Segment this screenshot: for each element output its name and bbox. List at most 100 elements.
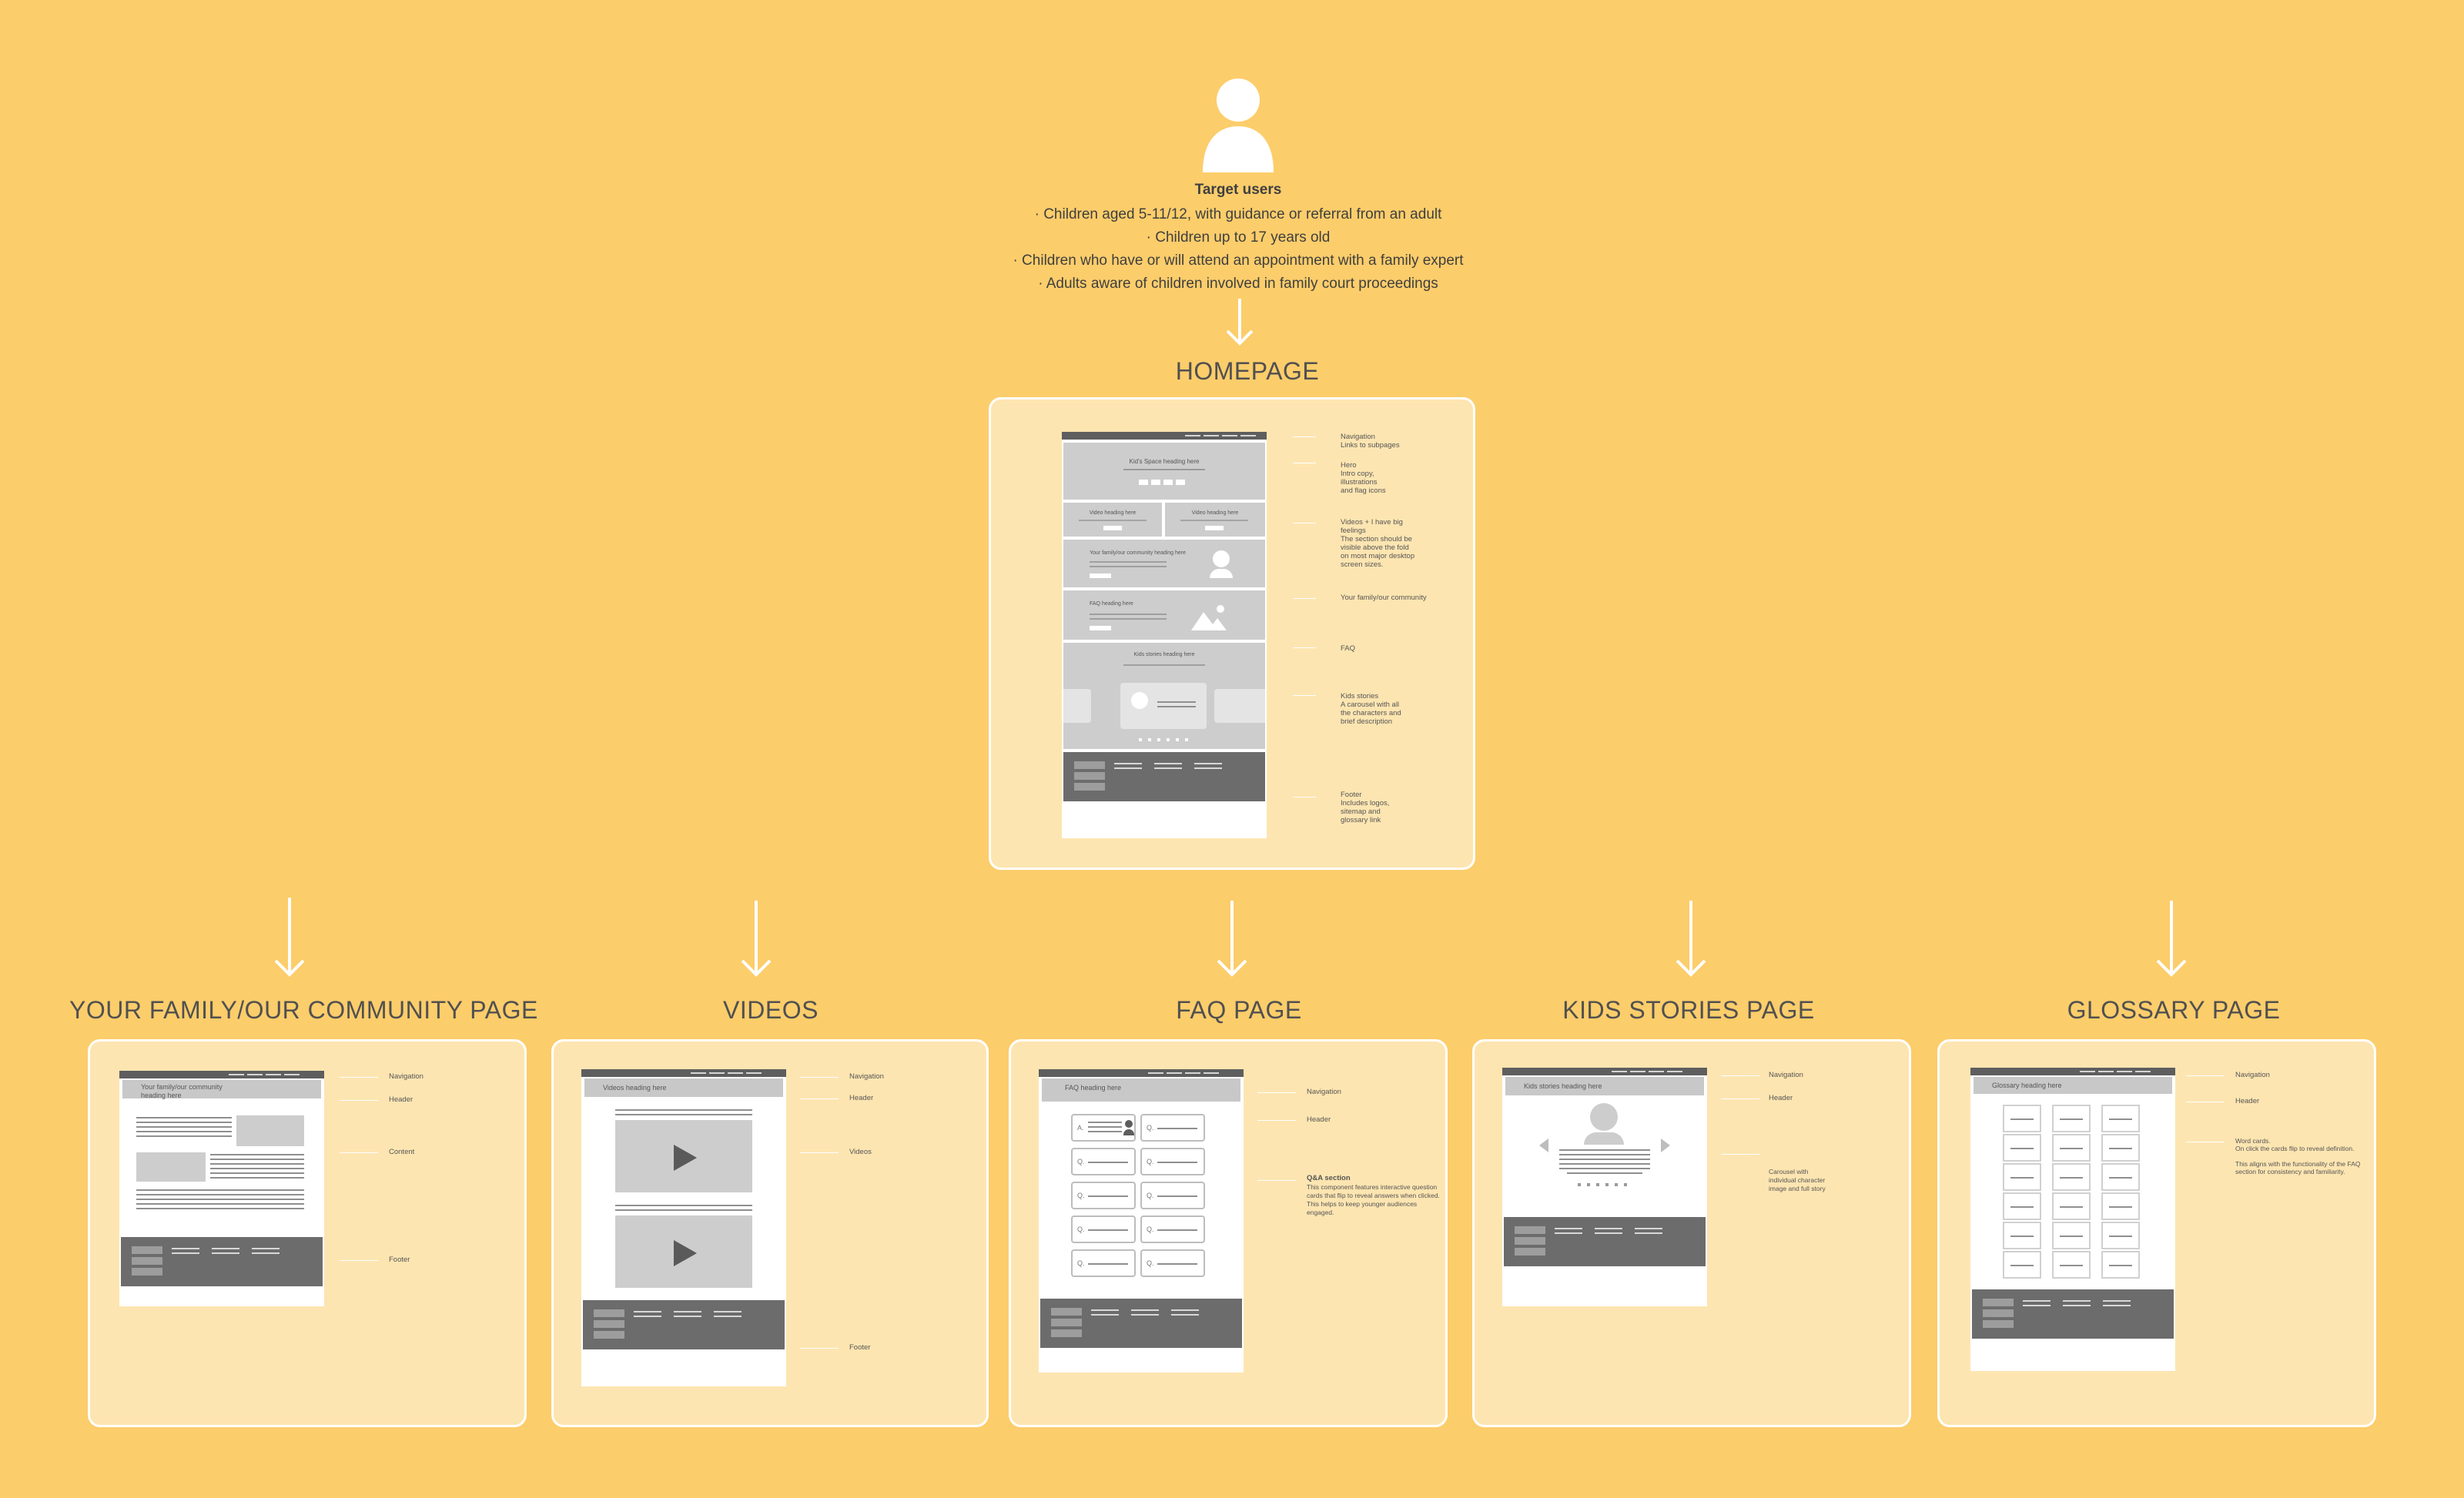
glossary-header-text: Glossary heading here [1992,1082,2062,1089]
word-card[interactable] [2052,1163,2091,1191]
homepage-wireframe: Kid's Space heading here Video heading h… [1062,432,1267,838]
faq-panel: FAQ heading here A. Q. Q. Q. Q. Q. Q. Q.… [1009,1039,1448,1427]
faq-ann-qa-title: Q&A section [1307,1174,1351,1182]
faq-answer-card[interactable]: A. [1071,1114,1136,1142]
family-ann-content: Content [389,1148,415,1156]
video-heading-2: Video heading here [1191,510,1239,516]
chevron-right-icon[interactable] [1661,1139,1670,1152]
word-card[interactable] [2101,1251,2140,1279]
character-avatar [1590,1103,1618,1131]
word-card[interactable] [2052,1222,2091,1249]
word-card[interactable] [2003,1251,2041,1279]
word-card[interactable] [2101,1134,2140,1162]
faq-ann-header: Header [1307,1115,1331,1124]
word-card[interactable] [2101,1105,2140,1132]
video-player-1[interactable] [615,1120,752,1192]
target-line-2: · Children up to 17 years old [1146,229,1331,246]
faq-ann-qa-body: This component features interactive ques… [1307,1183,1440,1216]
videos-ann-header: Header [849,1094,874,1102]
ann-stories: Kids stories A carousel with all the cha… [1341,692,1401,726]
user-icon [1203,79,1274,172]
glossary-ann-header: Header [2235,1097,2260,1105]
word-card[interactable] [2003,1134,2041,1162]
word-card[interactable] [2052,1105,2091,1132]
videos-page-title: VIDEOS [723,996,819,1024]
family-page-title: YOUR FAMILY/OUR COMMUNITY PAGE [69,996,538,1024]
videos-ann-videos: Videos [849,1148,872,1156]
faq-question-card[interactable]: Q. [1071,1148,1136,1175]
word-card[interactable] [2003,1105,2041,1132]
stories-page-title: KIDS STORIES PAGE [1562,996,1815,1024]
down-arrow-icon [1226,299,1254,346]
stories-ann-carousel: Carousel with individual character image… [1769,1168,1826,1192]
videos-ann-footer: Footer [849,1343,871,1352]
wire-faq: FAQ heading here [1063,590,1265,640]
family-ann-footer: Footer [389,1256,410,1264]
word-card[interactable] [2003,1222,2041,1249]
family-ann-header: Header [389,1095,413,1104]
play-icon [674,1145,697,1171]
video-player-2[interactable] [615,1215,752,1288]
faq-question-card[interactable]: Q. [1071,1215,1136,1243]
play-icon [674,1240,697,1266]
word-card[interactable] [2052,1251,2091,1279]
videos-header-text: Videos heading here [603,1084,667,1092]
ann-hero: Hero Intro copy, illustrations and flag … [1341,461,1386,495]
wire-nav [1062,432,1267,440]
target-line-4: · Adults aware of children involved in f… [1038,276,1438,292]
word-card[interactable] [2101,1192,2140,1220]
ann-footer: Footer Includes logos, sitemap and gloss… [1341,791,1390,824]
faq-question-card[interactable]: Q. [1071,1249,1136,1277]
down-arrow-icon [741,901,772,977]
ann-faq: FAQ [1341,644,1356,653]
down-arrow-icon [2156,901,2187,977]
word-card[interactable] [2052,1134,2091,1162]
down-arrow-icon [1217,901,1247,977]
down-arrow-icon [274,898,305,977]
faq-question-card[interactable]: Q. [1140,1249,1205,1277]
homepage-title: HOMEPAGE [1175,357,1320,385]
family-panel: Your family/our community heading here N… [88,1039,527,1427]
ann-videos: Videos + I have big feelings The section… [1341,518,1415,569]
stories-panel: Kids stories heading here Navigation Hea… [1472,1039,1911,1427]
down-arrow-icon [1676,901,1706,977]
word-card[interactable] [2101,1222,2140,1249]
glossary-wireframe: Glossary heading here [1970,1068,2175,1371]
faq-heading: FAQ heading here [1090,601,1133,607]
wire-video-1: Video heading here [1063,503,1162,537]
faq-question-card[interactable]: Q. [1071,1182,1136,1209]
faq-question-card[interactable]: Q. [1140,1114,1205,1142]
faq-wireframe: FAQ heading here A. Q. Q. Q. Q. Q. Q. Q.… [1039,1069,1244,1373]
family-header-text: Your family/our community heading here [141,1083,223,1099]
glossary-page-title: GLOSSARY PAGE [2067,996,2281,1024]
word-card[interactable] [2003,1163,2041,1191]
wire-footer [1063,752,1265,801]
wire-video-2: Video heading here [1165,503,1265,537]
ann-nav: Navigation Links to subpages [1341,433,1400,450]
faq-page-title: FAQ PAGE [1176,996,1302,1024]
hero-heading: Kid's Space heading here [1129,458,1200,465]
stories-header-text: Kids stories heading here [1524,1082,1602,1090]
family-ann-nav: Navigation [389,1072,424,1081]
word-card[interactable] [2052,1192,2091,1220]
chevron-left-icon[interactable] [1539,1139,1548,1152]
glossary-ann-cards: Word cards. On click the cards flip to r… [2235,1137,2361,1175]
faq-ann-nav: Navigation [1307,1088,1341,1096]
videos-ann-nav: Navigation [849,1072,884,1081]
faq-question-card[interactable]: Q. [1140,1182,1205,1209]
stories-ann-header: Header [1769,1094,1793,1102]
glossary-ann-nav: Navigation [2235,1071,2270,1079]
family-wireframe: Your family/our community heading here [119,1071,324,1306]
video-heading-1: Video heading here [1089,510,1137,516]
stories-wireframe: Kids stories heading here [1502,1068,1707,1306]
homepage-panel: Kid's Space heading here Video heading h… [989,397,1475,870]
stories-ann-nav: Navigation [1769,1071,1803,1079]
faq-question-card[interactable]: Q. [1140,1215,1205,1243]
word-card[interactable] [2003,1192,2041,1220]
faq-question-card[interactable]: Q. [1140,1148,1205,1175]
target-line-1: · Children aged 5-11/12, with guidance o… [1034,206,1442,222]
word-card[interactable] [2101,1163,2140,1191]
image-placeholder-icon [1191,605,1227,630]
wire-hero: Kid's Space heading here [1063,443,1265,500]
glossary-panel: Glossary heading here Navigation Header … [1937,1039,2376,1427]
